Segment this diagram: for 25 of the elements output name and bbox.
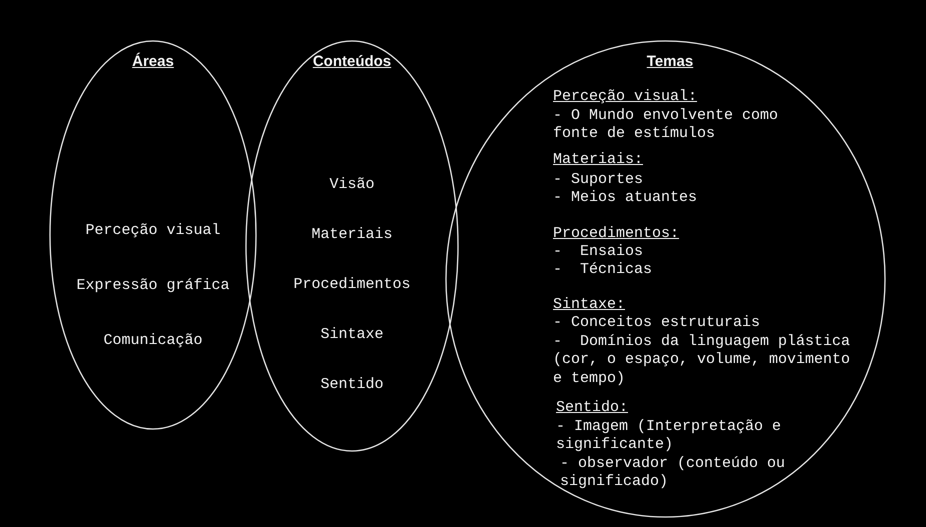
column-heading: Conteúdos bbox=[312, 52, 392, 72]
section-heading: Perceção visual: bbox=[553, 88, 698, 106]
list-item: Sintaxe bbox=[319, 326, 384, 344]
column-heading: Temas bbox=[646, 52, 694, 72]
list-item: - observador (conteúdo ou significado) bbox=[560, 454, 786, 492]
list-item: - Meios atuantes bbox=[553, 188, 698, 208]
list-item: Materiais bbox=[310, 226, 394, 244]
section-heading: Sintaxe: bbox=[553, 296, 626, 314]
list-item: Procedimentos bbox=[292, 276, 412, 294]
list-item: Comunicação bbox=[102, 332, 204, 350]
list-item: Expressão gráfica bbox=[75, 276, 231, 296]
section-heading: Materiais: bbox=[553, 150, 644, 170]
column-heading: Áreas bbox=[131, 52, 175, 72]
list-item: - Imagem (Interpretação e significante) bbox=[556, 418, 782, 455]
section-heading: Procedimentos: bbox=[553, 224, 680, 244]
list-item: - Domínios da linguagem plástica (cor, o espaço, volume, movimento e tempo) bbox=[553, 332, 852, 388]
list-item: - Ensaios bbox=[553, 242, 644, 262]
list-item: - O Mundo envolvente como fonte de estímulos bbox=[553, 106, 780, 144]
list-item: - Suportes bbox=[553, 170, 644, 190]
list-item: Sentido bbox=[319, 376, 384, 394]
list-item: Visão bbox=[328, 176, 376, 194]
list-item: - Conceitos estruturais bbox=[553, 314, 762, 332]
list-item: Perceção visual bbox=[84, 222, 222, 240]
list-item: - Técnicas bbox=[553, 260, 654, 280]
section-heading: Sentido: bbox=[556, 398, 630, 418]
